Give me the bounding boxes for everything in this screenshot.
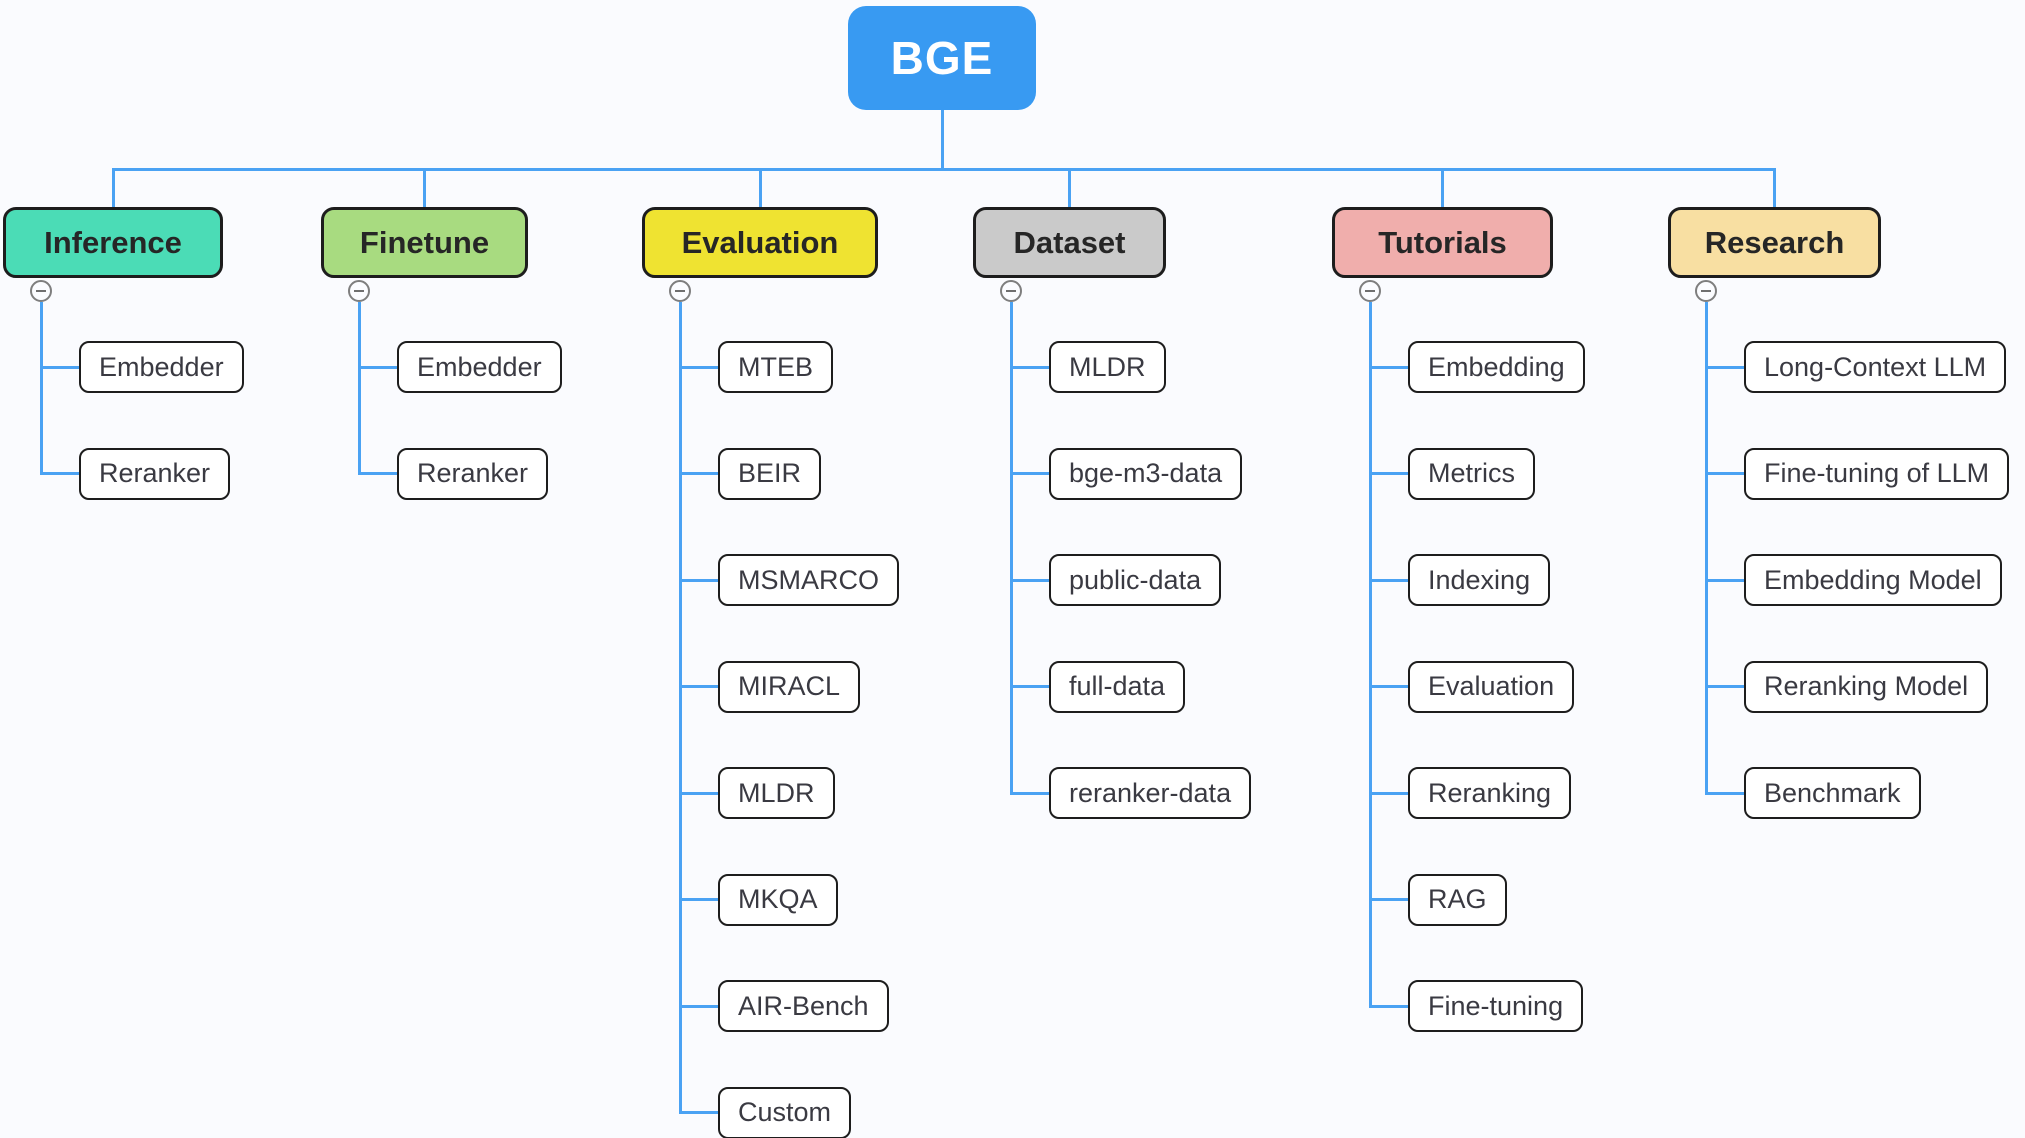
connector-line xyxy=(41,365,81,369)
branch-node-finetune[interactable]: Finetune xyxy=(321,207,528,278)
collapse-button-finetune[interactable] xyxy=(348,280,370,302)
connector-line xyxy=(359,472,399,475)
child-node-air-bench[interactable]: AIR-Bench xyxy=(718,980,889,1032)
connector-line xyxy=(1706,472,1746,475)
child-node-mldr[interactable]: MLDR xyxy=(718,767,835,819)
connector-line xyxy=(1706,365,1746,369)
connector-line xyxy=(680,578,720,582)
child-node-rag[interactable]: RAG xyxy=(1408,873,1507,926)
connector-line xyxy=(1011,365,1051,369)
minus-circle-icon xyxy=(675,289,685,293)
collapse-button-tutorials[interactable] xyxy=(1359,280,1381,302)
connector-line xyxy=(1011,791,1051,795)
connector-line xyxy=(1009,302,1013,795)
collapse-button-inference[interactable] xyxy=(30,280,52,302)
child-node-evaluation[interactable]: Evaluation xyxy=(1408,660,1575,713)
connector-line xyxy=(1441,168,1444,209)
connector-line xyxy=(680,365,720,369)
connector-line xyxy=(680,1111,720,1114)
child-node-embedding-model[interactable]: Embedding Model xyxy=(1744,554,2002,606)
child-node-indexing[interactable]: Indexing xyxy=(1408,554,1551,606)
branch-node-tutorials[interactable]: Tutorials xyxy=(1332,207,1553,278)
child-node-full-data[interactable]: full-data xyxy=(1049,660,1186,713)
connector-line xyxy=(680,791,720,795)
child-node-bge-m3-data[interactable]: bge-m3-data xyxy=(1049,447,1243,500)
connector-line xyxy=(941,110,944,168)
child-node-mkqa[interactable]: MKQA xyxy=(718,873,838,926)
child-node-custom[interactable]: Custom xyxy=(718,1086,852,1138)
connector-line xyxy=(1370,791,1410,795)
minus-circle-icon xyxy=(1365,289,1375,293)
connector-line xyxy=(1370,898,1410,901)
root-node-bge[interactable]: BGE xyxy=(848,6,1036,110)
connector-line xyxy=(680,685,720,688)
child-node-reranking[interactable]: Reranking xyxy=(1408,767,1572,819)
child-node-mteb[interactable]: MTEB xyxy=(718,341,834,393)
child-node-metrics[interactable]: Metrics xyxy=(1408,447,1535,500)
minus-circle-icon xyxy=(354,289,364,293)
child-node-benchmark[interactable]: Benchmark xyxy=(1744,767,1921,819)
child-node-fine-tuning-of-llm[interactable]: Fine-tuning of LLM xyxy=(1744,447,2010,500)
child-node-msmarco[interactable]: MSMARCO xyxy=(718,554,899,606)
connector-line xyxy=(1370,685,1410,688)
connector-line xyxy=(111,168,1776,171)
connector-line xyxy=(1704,302,1708,795)
connector-line xyxy=(423,168,426,209)
child-node-embedding[interactable]: Embedding xyxy=(1408,341,1585,393)
connector-line xyxy=(1370,1004,1410,1008)
connector-line xyxy=(1370,578,1410,582)
child-node-embedder[interactable]: Embedder xyxy=(397,341,562,393)
branch-node-research[interactable]: Research xyxy=(1668,207,1881,278)
branch-node-dataset[interactable]: Dataset xyxy=(973,207,1166,278)
child-node-fine-tuning[interactable]: Fine-tuning xyxy=(1408,980,1584,1032)
connector-line xyxy=(111,168,115,209)
connector-line xyxy=(357,302,361,475)
child-node-reranker-data[interactable]: reranker-data xyxy=(1049,767,1252,819)
child-node-mldr[interactable]: MLDR xyxy=(1049,341,1166,393)
child-node-public-data[interactable]: public-data xyxy=(1049,554,1222,606)
collapse-button-dataset[interactable] xyxy=(1000,280,1022,302)
connector-line xyxy=(1011,578,1051,582)
connector-line xyxy=(1706,791,1746,795)
child-node-miracl[interactable]: MIRACL xyxy=(718,660,861,713)
child-node-reranker[interactable]: Reranker xyxy=(397,447,549,500)
minus-circle-icon xyxy=(1701,289,1711,293)
connector-line xyxy=(680,1004,720,1008)
connector-line xyxy=(758,168,762,209)
connector-line xyxy=(359,365,399,369)
connector-line xyxy=(1370,365,1410,369)
collapse-button-evaluation[interactable] xyxy=(669,280,691,302)
child-node-long-context-llm[interactable]: Long-Context LLM xyxy=(1744,341,2007,393)
connector-line xyxy=(680,472,720,475)
connector-line xyxy=(1368,302,1372,1008)
connector-line xyxy=(39,302,43,475)
connector-line xyxy=(678,302,682,1114)
child-node-reranker[interactable]: Reranker xyxy=(79,447,231,500)
connector-line xyxy=(1068,168,1071,209)
branch-node-inference[interactable]: Inference xyxy=(3,207,223,278)
collapse-button-research[interactable] xyxy=(1695,280,1717,302)
connector-line xyxy=(41,472,81,475)
minus-circle-icon xyxy=(1006,289,1016,293)
branch-node-evaluation[interactable]: Evaluation xyxy=(642,207,878,278)
connector-line xyxy=(1706,578,1746,582)
child-node-embedder[interactable]: Embedder xyxy=(79,341,244,393)
child-node-beir[interactable]: BEIR xyxy=(718,447,822,500)
connector-line xyxy=(1706,685,1746,688)
minus-circle-icon xyxy=(36,289,46,293)
connector-line xyxy=(680,898,720,901)
connector-line xyxy=(1370,472,1410,475)
connector-line xyxy=(1011,472,1051,475)
connector-line xyxy=(1773,168,1776,209)
child-node-reranking-model[interactable]: Reranking Model xyxy=(1744,660,1989,713)
connector-line xyxy=(1011,685,1051,688)
